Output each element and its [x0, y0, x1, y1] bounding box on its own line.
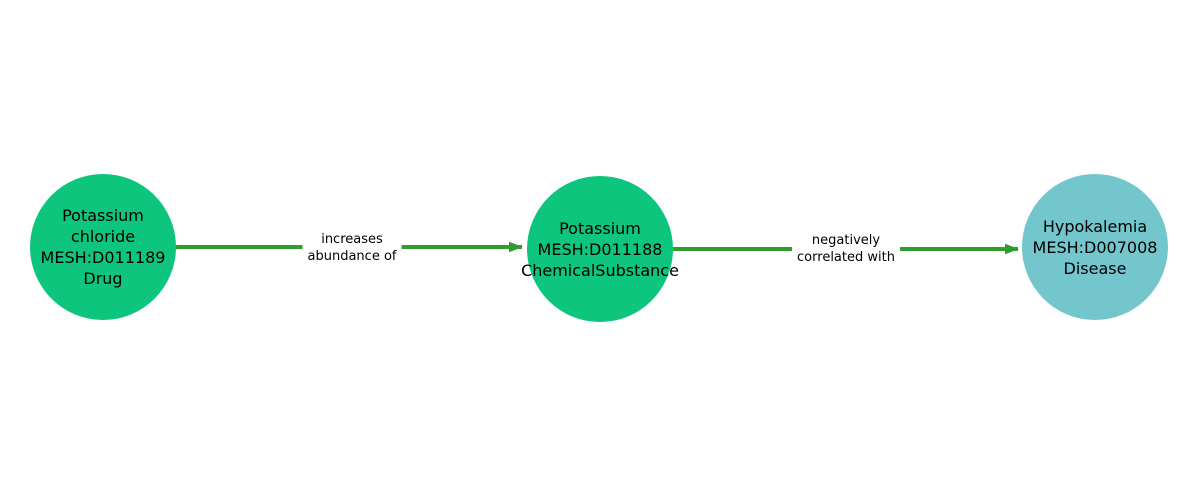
node-label-line: Potassium: [559, 218, 641, 238]
node-label-line: Hypokalemia: [1042, 216, 1148, 236]
node-label-line: chloride: [70, 227, 136, 246]
node-potassium-chloride: Potassium chloride MESH:D011189 Drug: [30, 174, 176, 320]
edge-label-line: negatively: [811, 233, 881, 248]
node-label-line: ChemicalSubstance: [521, 260, 679, 280]
edge-label-negatively-correlated-with: negatively correlated with: [792, 231, 900, 267]
node-label-line: Drug: [83, 269, 123, 288]
node-label-line: MESH:D007008: [1032, 237, 1158, 257]
node-label-line: Potassium: [62, 206, 144, 225]
edge-label-increases-abundance-of: increases abundance of: [302, 230, 402, 266]
node-label-line: MESH:D011189: [40, 248, 166, 267]
edge-label-line: increases: [321, 232, 383, 247]
node-hypokalemia: Hypokalemia MESH:D007008 Disease: [1022, 174, 1168, 320]
node-label-line: Disease: [1063, 258, 1127, 278]
node-label-line: MESH:D011188: [537, 239, 663, 259]
node-potassium: Potassium MESH:D011188 ChemicalSubstance: [521, 176, 679, 322]
edge-label-line: abundance of: [307, 249, 397, 264]
edge-label-line: correlated with: [797, 250, 895, 265]
